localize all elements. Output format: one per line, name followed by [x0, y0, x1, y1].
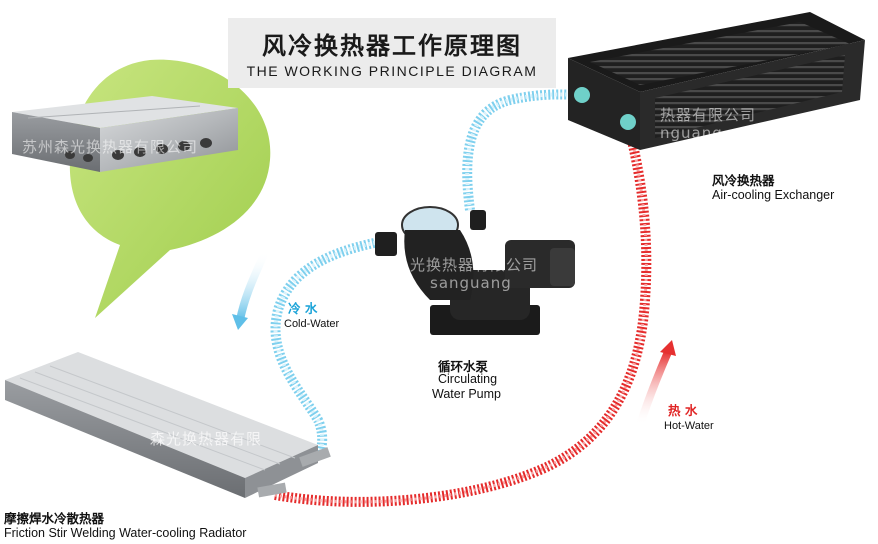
water-cooling-radiator: [5, 352, 331, 498]
pump-label-en-line1: Circulating: [438, 372, 498, 386]
pump-label-en-line2: Water Pump: [432, 387, 502, 401]
cold-water-label-en: Cold-Water: [284, 318, 340, 330]
watermark-exchanger: 热器有限公司: [660, 106, 757, 124]
radiator-detail-image: [12, 96, 238, 172]
exchanger-label-cn: 风冷换热器: [712, 173, 775, 188]
detail-callout-bubble: [69, 59, 271, 318]
hot-water-pipe: [274, 123, 652, 507]
diagram-title-en: THE WORKING PRINCIPLE DIAGRAM: [246, 63, 538, 79]
watermark-pump-en: sanguang: [430, 274, 512, 292]
cold-water-pipe-upper: [462, 89, 586, 211]
watermark-radiator: 森光换热器有限: [150, 430, 263, 448]
watermark-top-left: 苏州森光换热器有限公司: [22, 138, 199, 156]
exchanger-label-en: Air-cooling Exchanger: [712, 188, 835, 202]
diagram-title-cn: 风冷换热器工作原理图: [262, 32, 522, 60]
title-box: [228, 18, 556, 88]
radiator-label-en: Friction Stir Welding Water-cooling Radi…: [4, 526, 247, 540]
watermark-pump: 光换热器有限公司: [410, 256, 539, 274]
cold-water-label-cn: 冷 水: [288, 301, 318, 316]
hot-water-arrow: [636, 340, 676, 427]
circulating-pump-image: [375, 206, 575, 335]
pump-label-cn: 循环水泵: [438, 359, 489, 374]
hot-water-label-en: Hot-Water: [664, 420, 714, 432]
watermark-exchanger-en: nguang: [660, 124, 723, 142]
hot-water-label-cn: 热 水: [668, 403, 698, 418]
cold-water-arrow: [232, 250, 269, 330]
radiator-label-cn: 摩擦焊水冷散热器: [4, 511, 105, 526]
air-cooling-exchanger-image: [568, 12, 865, 150]
cold-water-pipe-lower: [270, 235, 391, 461]
